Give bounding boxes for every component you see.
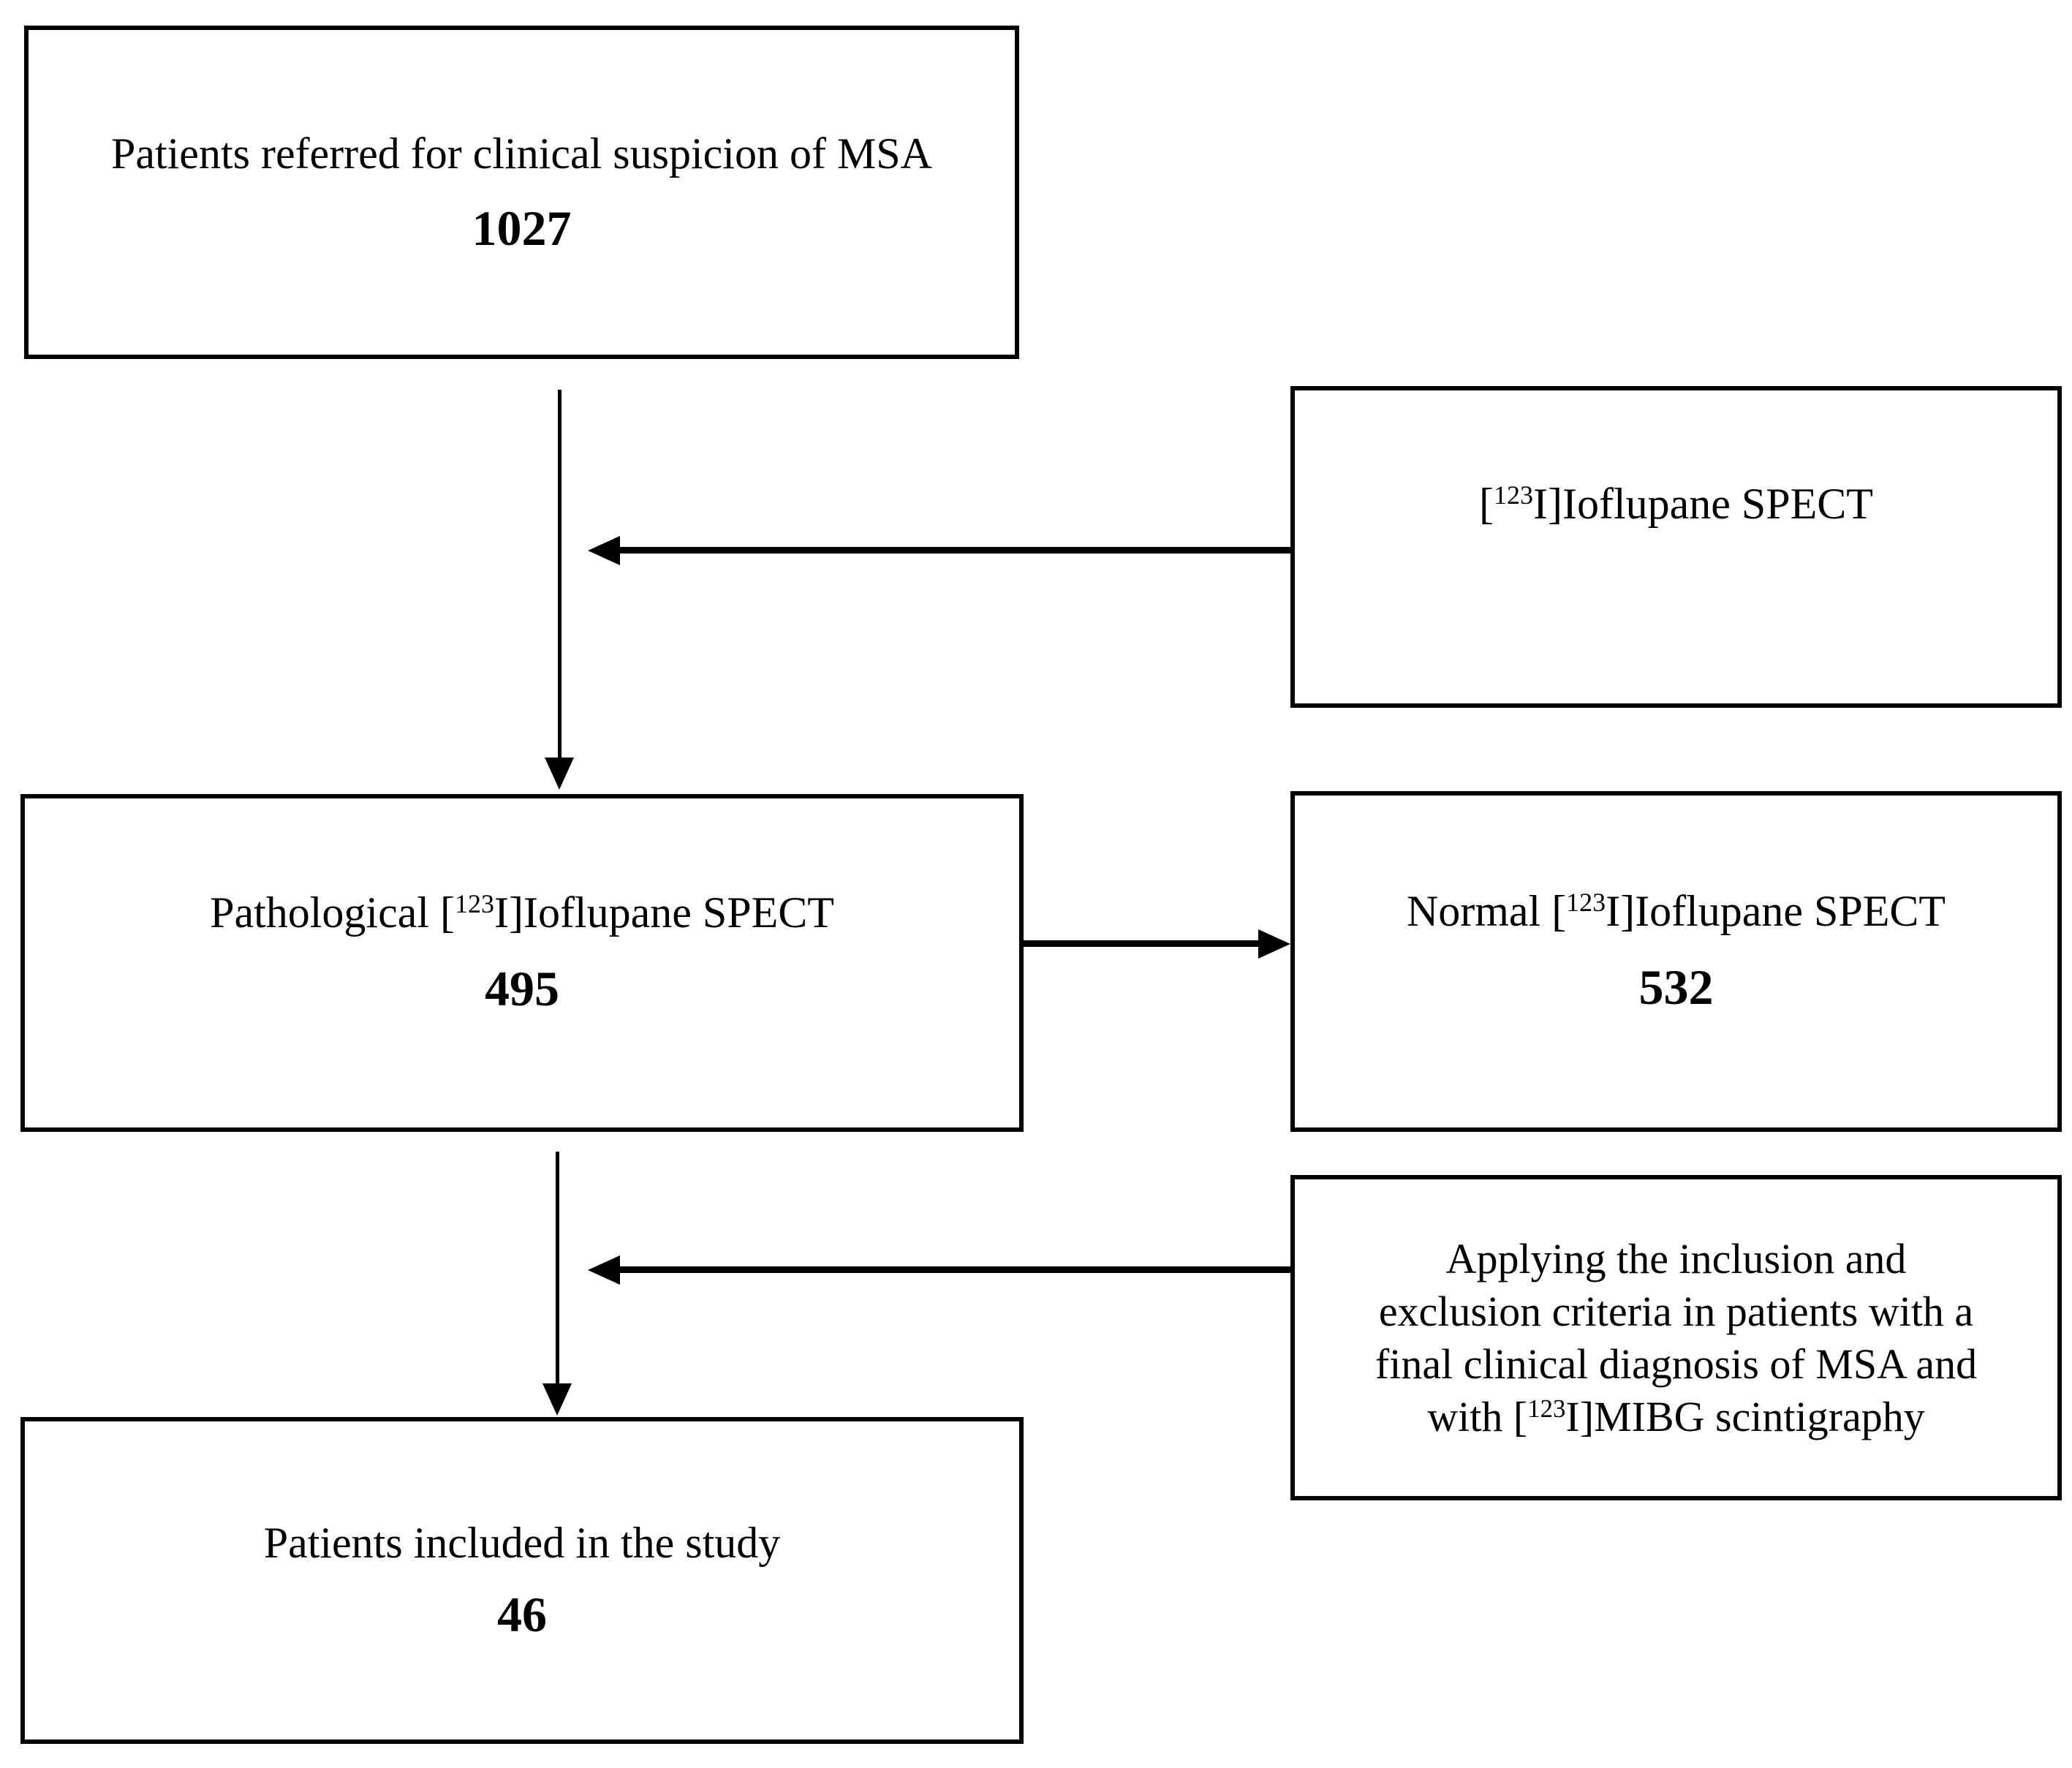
normal-spect-label: Normal [123I]Ioflupane SPECT bbox=[1407, 884, 1946, 939]
label-text: Normal [ bbox=[1406, 886, 1567, 935]
isotope-superscript: 123 bbox=[1494, 480, 1534, 510]
pathological-spect-label: Pathological [123I]Ioflupane SPECT bbox=[210, 885, 834, 940]
arrowhead-left-icon bbox=[588, 536, 620, 565]
label-text: I]Ioflupane SPECT bbox=[1606, 886, 1946, 935]
patients-referred-label: Patients referred for clinical suspicion… bbox=[110, 129, 933, 178]
normal-spect-count: 532 bbox=[1638, 959, 1714, 1015]
pathological-spect-count: 495 bbox=[485, 960, 559, 1016]
arrowhead-right-icon bbox=[1258, 929, 1290, 959]
isotope-superscript: 123 bbox=[1527, 1394, 1566, 1423]
criteria-line-2: exclusion criteria in patients with a bbox=[1378, 1287, 1974, 1335]
patients-included-label: Patients included in the study bbox=[263, 1519, 781, 1568]
box-patients-referred: Patients referred for clinical suspicion… bbox=[24, 26, 1019, 359]
arrow-line bbox=[1024, 940, 1258, 947]
label-text: I]Ioflupane SPECT bbox=[494, 888, 834, 937]
label-text: with [ bbox=[1427, 1392, 1528, 1440]
box-patients-included: Patients included in the study 46 bbox=[20, 1417, 1024, 1744]
label-text: I]MIBG scintigraphy bbox=[1565, 1392, 1925, 1440]
box-pathological-spect: Pathological [123I]Ioflupane SPECT 495 bbox=[20, 794, 1024, 1132]
arrowhead-down-icon bbox=[545, 758, 574, 790]
arrow-line bbox=[620, 1266, 1290, 1273]
patients-referred-count: 1027 bbox=[472, 200, 572, 256]
box-criteria-note: Applying the inclusion and exclusion cri… bbox=[1290, 1175, 2062, 1500]
isotope-superscript: 123 bbox=[1566, 887, 1606, 917]
criteria-line-4: with [123I]MIBG scintigraphy bbox=[1427, 1391, 1924, 1443]
arrowhead-left-icon bbox=[588, 1255, 620, 1285]
criteria-line-3: final clinical diagnosis of MSA and bbox=[1375, 1340, 1978, 1388]
arrowhead-down-icon bbox=[542, 1383, 572, 1416]
label-text: [ bbox=[1479, 480, 1494, 528]
arrow-line bbox=[620, 547, 1290, 554]
label-text: Pathological [ bbox=[210, 888, 455, 937]
ioflupane-spect-label: [123I]Ioflupane SPECT bbox=[1479, 477, 1873, 532]
criteria-line-1: Applying the inclusion and bbox=[1445, 1234, 1907, 1282]
box-normal-spect: Normal [123I]Ioflupane SPECT 532 bbox=[1290, 791, 2062, 1132]
arrow-line bbox=[556, 1152, 559, 1383]
patients-included-count: 46 bbox=[497, 1587, 547, 1643]
isotope-superscript: 123 bbox=[455, 888, 494, 918]
box-ioflupane-spect: [123I]Ioflupane SPECT bbox=[1290, 386, 2062, 708]
arrow-line bbox=[558, 390, 562, 758]
label-text: I]Ioflupane SPECT bbox=[1533, 480, 1873, 528]
